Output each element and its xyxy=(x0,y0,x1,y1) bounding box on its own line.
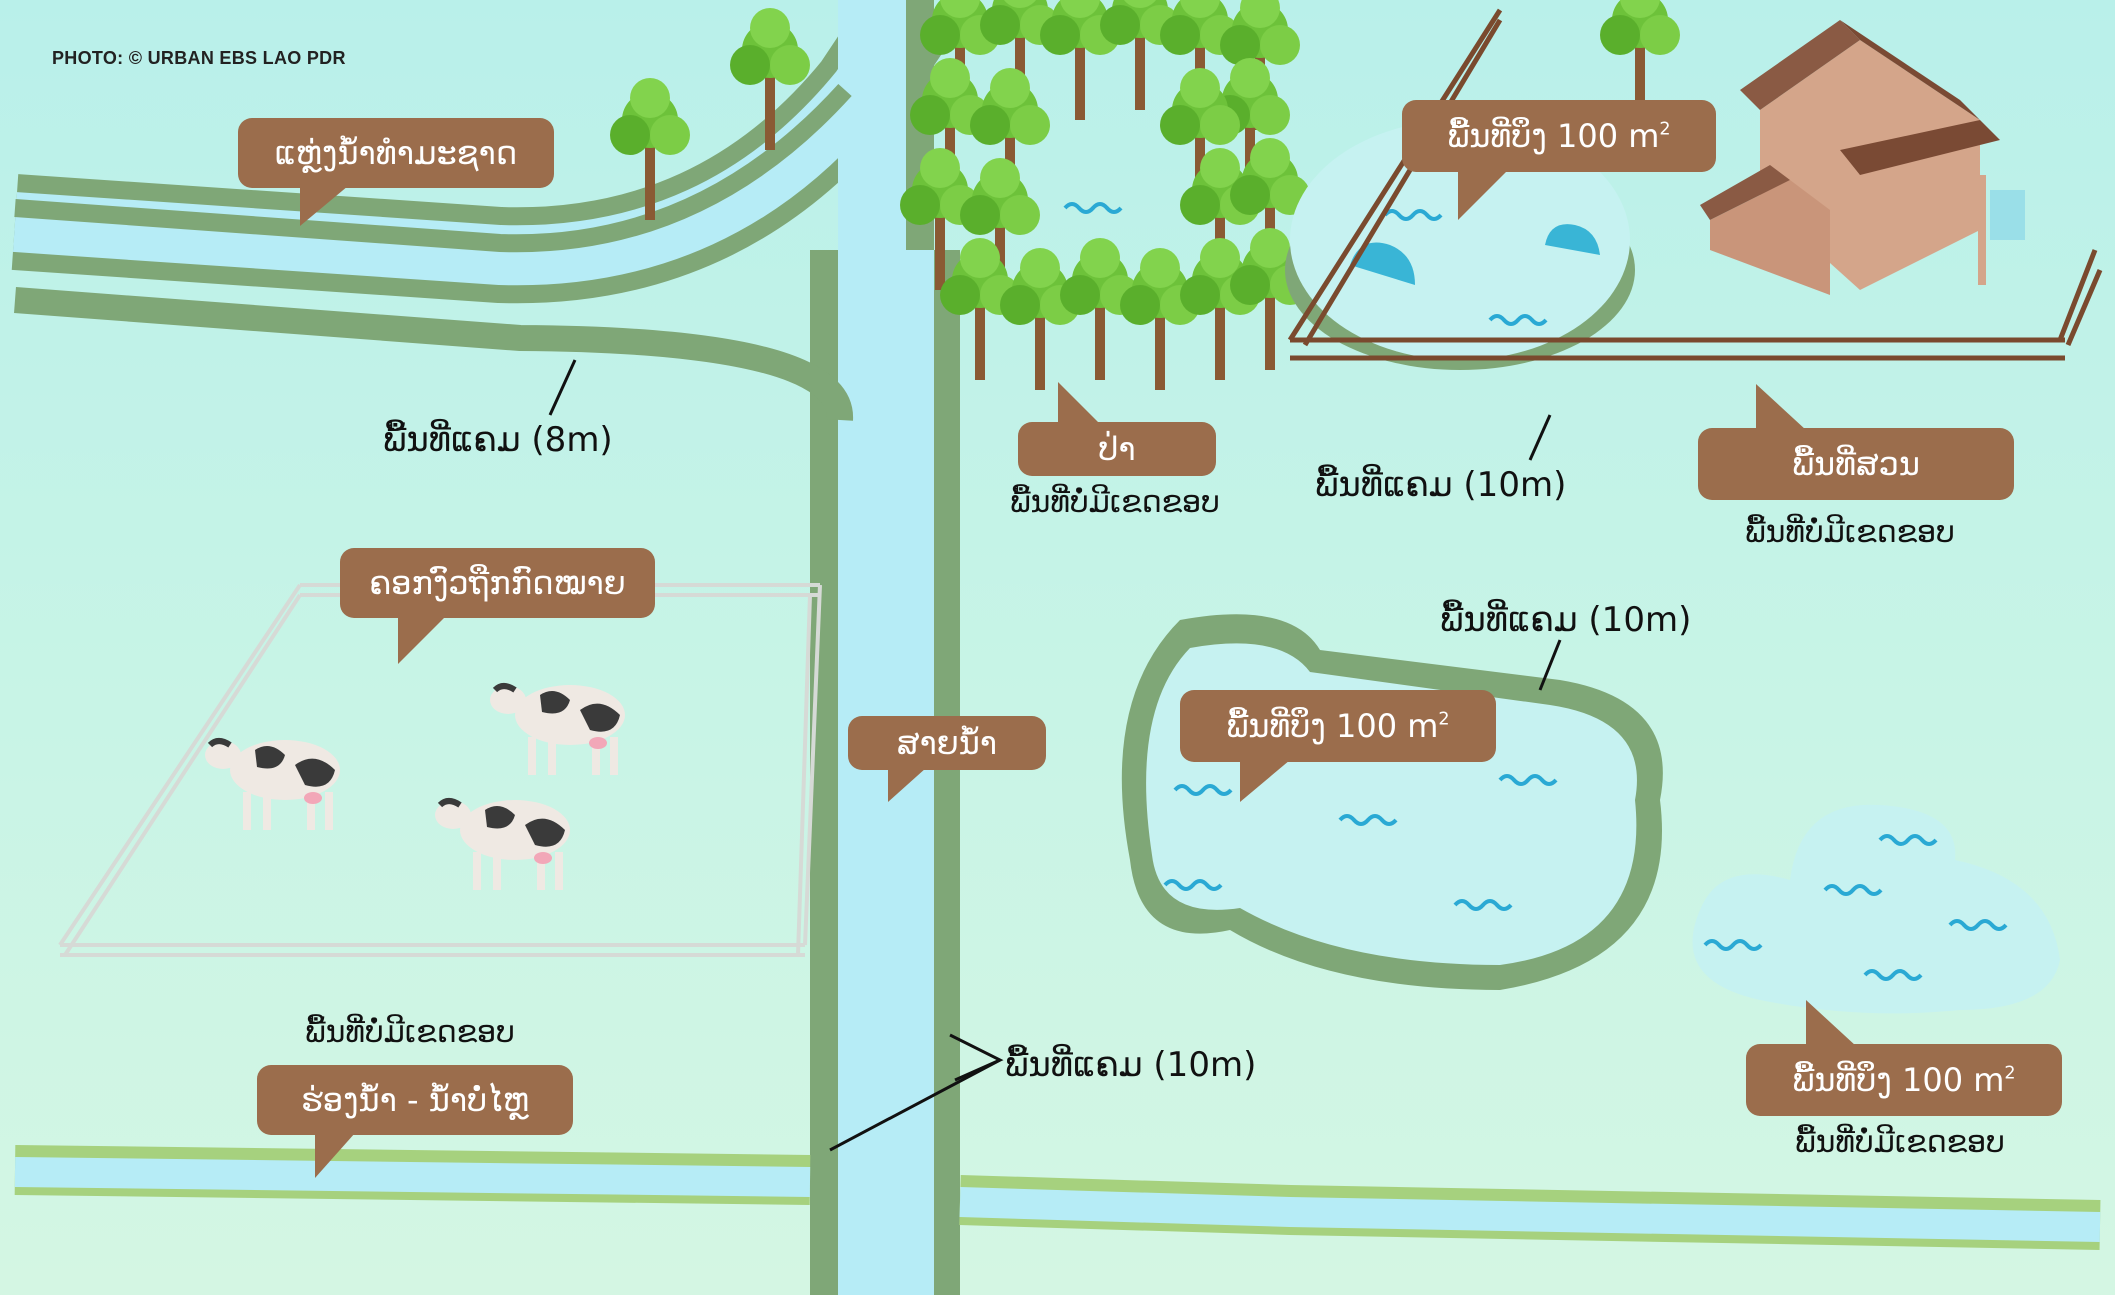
cow xyxy=(490,685,625,775)
bubble-pond-mid: ພື້ນທີ່ບຶງ 100 m2 xyxy=(1180,690,1496,802)
stream-water-top xyxy=(12,0,945,286)
bubble-livestock: ຄອກງົວຖືກກົດໝາຍ xyxy=(340,548,655,664)
cow xyxy=(435,800,570,890)
bubble-garden: ພື້ນທີ່ສວນ xyxy=(1698,384,2014,500)
label-buffer-10m-top: ພື້ນທີ່ແຄມ (10m) xyxy=(1315,465,1567,505)
label-no-boundary-pond: ພື້ນທີ່ບໍ່ມີເຂດຂອບ xyxy=(1795,1125,2005,1160)
bubble-garden-text: ພື້ນທີ່ສວນ xyxy=(1792,444,1920,483)
photo-credit: PHOTO: © URBAN EBS LAO PDR xyxy=(52,48,346,68)
forest-trees xyxy=(900,0,1310,390)
label-no-boundary-forest: ພື້ນທີ່ບໍ່ມີເຂດຂອບ xyxy=(1010,485,1220,520)
bubble-stream: ສາຍນ້ຳ xyxy=(848,716,1046,802)
garden-fence xyxy=(1287,8,2103,361)
ditch-water-right xyxy=(959,1187,2101,1242)
bubble-pond-mid-text: ພື້ນທີ່ບຶງ 100 m2 xyxy=(1226,706,1450,745)
bubble-stream-text: ສາຍນ້ຳ xyxy=(896,723,998,762)
bubble-pond-top-text: ພື້ນທີ່ບຶງ 100 m2 xyxy=(1447,116,1671,155)
pond-top xyxy=(1290,120,1630,360)
bubble-pond-right-text: ພື້ນທີ່ບຶງ 100 m2 xyxy=(1792,1060,2016,1099)
bubble-forest: ປ່າ xyxy=(1018,382,1216,476)
bubble-livestock-text: ຄອກງົວຖືກກົດໝາຍ xyxy=(369,563,626,602)
bubble-forest-text: ປ່າ xyxy=(1098,429,1136,468)
bubble-ditch-text: ຮ່ອງນ້ຳ - ນ້ຳບໍ່ໄຫຼ xyxy=(300,1080,530,1119)
label-no-boundary-garden: ພື້ນທີ່ບໍ່ມີເຂດຂອບ xyxy=(1745,515,1955,550)
cow xyxy=(205,740,340,830)
label-buffer-8m: ພື້ນທີ່ແຄມ (8m) xyxy=(383,420,613,460)
bubble-natural-stream-text: ແຫຼ່ງນ້ຳທຳມະຊາດ xyxy=(274,133,518,172)
label-no-boundary-cows: ພື້ນທີ່ບໍ່ມີເຂດຂອບ xyxy=(305,1015,515,1050)
house xyxy=(1700,20,2025,295)
bubble-pond-right: ພື້ນທີ່ບຶງ 100 m2 xyxy=(1746,1000,2062,1116)
bubble-natural-stream: ແຫຼ່ງນ້ຳທຳມະຊາດ xyxy=(238,118,554,226)
label-buffer-10m-pond: ພື້ນທີ່ແຄມ (10m) xyxy=(1440,600,1692,640)
bubble-ditch: ຮ່ອງນ້ຳ - ນ້ຳບໍ່ໄຫຼ xyxy=(257,1065,573,1178)
bubble-pond-top: ພື້ນທີ່ບຶງ 100 m2 xyxy=(1402,100,1716,220)
label-buffer-10m-stream: ພື້ນທີ່ແຄມ (10m) xyxy=(1005,1045,1257,1085)
ditch-water-left xyxy=(14,1157,811,1197)
pond-right xyxy=(1692,804,2060,1014)
